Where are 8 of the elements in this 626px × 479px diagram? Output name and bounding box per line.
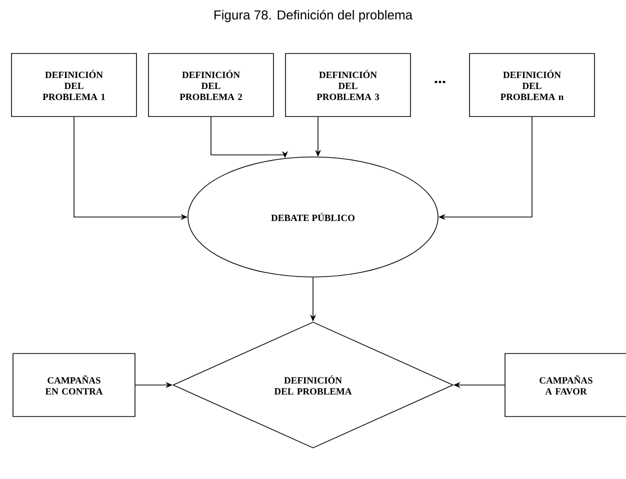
ellipsis-label: ... xyxy=(434,80,446,84)
process-box: CAMPAÑAS EN CONTRA xyxy=(12,353,136,417)
figure-title: Figura 78. Definición del problema xyxy=(214,10,413,22)
process-box: DEFINICIÓN DEL PROBLEMA 2 xyxy=(148,53,274,117)
process-box: DEFINICIÓN DEL PROBLEMA 1 xyxy=(11,53,137,117)
process-box: DEFINICIÓN DEL PROBLEMA n xyxy=(469,53,595,117)
process-box: DEFINICIÓN DEL PROBLEMA 3 xyxy=(285,53,411,117)
process-box: CAMPAÑAS A FAVOR xyxy=(504,353,626,417)
